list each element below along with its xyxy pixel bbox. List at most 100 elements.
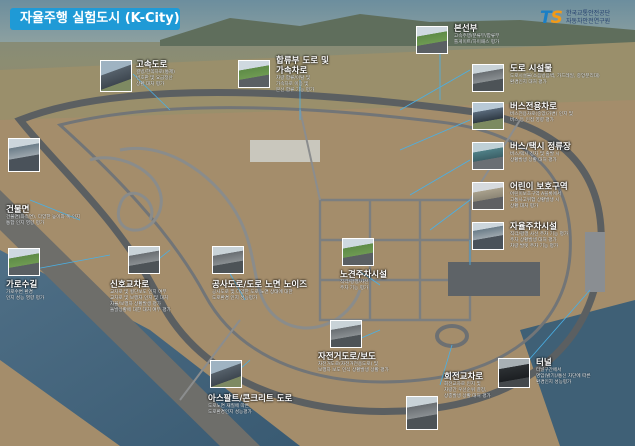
callout-bike-road-title: 자전거도로/보도: [318, 352, 376, 362]
page-title: 자율주행 실험도시 (K-City): [10, 8, 180, 30]
callout-construction-title: 공사도로/도로 노면 노이즈: [212, 280, 308, 290]
callout-street-trees-line-2: 인지 성능 영향 평가: [6, 296, 45, 301]
callout-road-facility: 도로 시설물 도로시설물(소음방음벽, 가드레일, 중앙분리대) 환경인지 대처…: [510, 64, 600, 86]
callout-highway: 고속도로 결빙/한쪽차로(통제) 번호판 및 요금정산 상황 대처 평가: [136, 60, 175, 88]
callout-street-trees-line-1: 가로수변 환경: [6, 290, 33, 295]
callout-tunnel: 터널 터널구간에서 명암(밝기)/통신 차단에 따른 환경인지 성능평가: [536, 358, 591, 386]
callout-toll-line-1: 고속주행/분류부/합류부: [454, 34, 500, 39]
connector-bus-stop: [409, 159, 471, 196]
callout-toll-title: 본선부: [454, 24, 478, 34]
callout-signal-intersection: 신호교차로 교차로 및 횡단보도 인지 여부 교차로 및 보행자 인지 및 대처…: [110, 280, 171, 314]
control-building: [250, 140, 320, 162]
callout-roadside-parking-line-1: 직각/평행/사선: [340, 280, 369, 285]
callout-roundabout-line-1: 회전교차로 인지 및: [444, 382, 481, 387]
tunnel-structure: [585, 232, 605, 292]
callout-construction: 공사도로/도로 노면 노이즈 공사도로 및 다양한 도로 노면 상태에 대한 도…: [212, 280, 307, 302]
callout-roundabout-line-2: 차량간 우선순위 결정,: [444, 388, 487, 393]
org-line-2: 자동차안전연구원: [566, 18, 611, 25]
callout-bus-stop-line-2: 상황발생 상황 대처 평가: [510, 158, 557, 163]
callout-school-zone-line-3: 상황 대처 평가: [510, 204, 539, 209]
connector-bus-lane: [399, 119, 471, 151]
connector-tunnel: [519, 289, 591, 371]
callout-street-trees: 가로수길 가로수변 환경 인지 성능 영향 평가: [6, 280, 44, 302]
callout-tunnel-title: 터널: [536, 358, 552, 368]
callout-asphalt-title: 아스팔트/콘크리트 도로: [208, 394, 293, 404]
ts-org-name: 한국교통안전공단 자동차안전연구원: [566, 10, 610, 26]
callout-roundabout: 회전교차로 회전교차로 인지 및 차량간 우선순위 결정, 상충발생 상황 대처…: [444, 372, 491, 400]
callout-road-facility-title: 도로 시설물: [510, 64, 553, 74]
connector-road-facility: [399, 69, 471, 111]
callout-bus-lane-line-1: 버스전용차로(중앙/가변) 인지 및: [510, 112, 573, 117]
roadside-parking-photo: [342, 238, 374, 266]
callout-school-zone-line-2: 고통사고위험 상황발생 시: [510, 198, 560, 203]
building-photo: [8, 138, 40, 172]
connector-construction: [227, 269, 246, 301]
street-trees-photo: [8, 248, 40, 276]
test-loop-left: [89, 156, 163, 232]
callout-school-zone-line-1: 어린이보호구역 A블록에서: [510, 192, 562, 197]
roundabout-photo: [406, 396, 438, 430]
callout-building-line-1: 건물면(좌측면), 다양한 높이와 폭 인지: [6, 215, 81, 220]
tunnel-photo: [498, 358, 530, 388]
intersection-photo: [128, 246, 160, 274]
callout-highway-line-3: 상황 대처 평가: [136, 82, 165, 87]
road-facility-photo: [472, 64, 504, 92]
connector-highway: [132, 73, 171, 111]
callout-highway-title: 고속도로: [136, 60, 168, 70]
callout-parking-line-1: 직각/평행 사선 주차 기능 평가: [510, 232, 569, 237]
callout-bus-lane: 버스전용차로 버스전용차로(중앙/가변) 인지 및 버스 등 인접 영향 평가: [510, 102, 573, 124]
callout-road-facility-line-2: 환경인지 대처 평가: [510, 80, 547, 85]
runway-strip: [0, 190, 260, 446]
bike-road-photo: [330, 320, 362, 348]
callout-roadside-parking: 노견주차시설 직각/평행/사선 주차 기능 평가: [340, 270, 387, 292]
parking-lot: [448, 262, 540, 296]
callout-merge: 합류부 도로 및 가속차로 차량 합류/이탈 및 가속차로 이용 및 본선 합류…: [276, 56, 329, 94]
callout-asphalt-line-1: 도로노면 재질에 따른: [208, 404, 249, 409]
bus-lane-photo: [472, 102, 504, 130]
callout-school-zone-title: 어린이 보호구역: [510, 182, 568, 192]
callout-construction-line-1: 공사도로 및 다양한 도로 노면 상태에 대한: [212, 290, 293, 295]
construction-photo: [212, 246, 244, 274]
callout-intersection-line-1: 교차로 및 횡단보도 인지 여부: [110, 290, 167, 295]
winding-road: [119, 147, 362, 330]
callout-bus-lane-title: 버스전용차로: [510, 102, 557, 112]
callout-bike-road: 자전거도로/보도 자전거도로(자전거전용도로) 및 보행자 보도 인식 상황발생…: [318, 352, 389, 374]
callout-construction-line-2: 도로환경 인지 성능평가: [212, 296, 258, 301]
asphalt-photo: [210, 360, 242, 388]
callout-parking-title: 자율주차시설: [510, 222, 557, 232]
callout-tunnel-line-2: 명암(밝기)/통신 차단에 따른: [536, 374, 591, 379]
callout-bus-stop-line-1: 버스/택시 정차 및 출발 시: [510, 152, 560, 157]
merge-photo: [238, 60, 270, 88]
callout-merge-line-3: 본선 합류 기능 평가: [276, 88, 315, 93]
callout-intersection-line-2: 교차로 및 보행자 인지 및 대처: [110, 296, 169, 301]
waterway-right: [520, 300, 635, 446]
callout-tunnel-line-1: 터널구간에서: [536, 368, 562, 373]
callout-roundabout-title: 회전교차로: [444, 372, 484, 382]
callout-roadside-parking-title: 노견주차시설: [340, 270, 387, 280]
callout-merge-line-1: 차량 합류/이탈 및: [276, 76, 311, 81]
callout-merge-line-2: 가속차로 이용 및: [276, 82, 309, 87]
callout-building-line-2: 통합 인지 영향 평가: [6, 221, 45, 226]
highway-photo: [100, 60, 132, 92]
callout-intersection-line-3: 자율/보행자 상황발생 평가: [110, 302, 161, 307]
city-grid: [318, 198, 472, 322]
callout-building: 건물면 건물면(좌측면), 다양한 높이와 폭 인지 통합 인지 영향 평가: [6, 205, 80, 227]
callout-bike-road-line-1: 자전거도로(자전거전용도로) 및: [318, 362, 378, 367]
callout-school-zone: 어린이 보호구역 어린이보호구역 A블록에서 고통사고위험 상황발생 시 상황 …: [510, 182, 568, 210]
callout-asphalt: 아스팔트/콘크리트 도로 도로노면 재질에 따른 도로환경인지 성능평가: [208, 394, 292, 416]
callout-intersection-line-4: 돌발상황에 대한 대처 여부 평가: [110, 308, 171, 313]
callout-toll: 본선부 고속주행/분류부/합류부 톨게이트/하이패스 평가: [454, 24, 499, 46]
callout-tunnel-line-3: 환경인지 성능평가: [536, 380, 572, 385]
bus-stop-photo: [472, 142, 504, 170]
callout-merge-title-2: 가속차로: [276, 66, 308, 76]
callout-bus-stop: 버스/택시 정류장 버스/택시 정차 및 출발 시 상황발생 상황 대처 평가: [510, 142, 571, 164]
callout-roundabout-line-3: 상충발생 상황 대처 평가: [444, 394, 491, 399]
connector-street-trees: [29, 254, 111, 271]
callout-highway-line-1: 결빙/한쪽차로(통제): [136, 70, 175, 75]
callout-highway-line-2: 번호판 및 요금정산: [136, 76, 173, 81]
connector-roundabout: [439, 344, 453, 386]
connector-school: [429, 199, 471, 231]
callout-bike-road-line-2: 보행자 보도 인식 상황발생 상황 평가: [318, 368, 389, 373]
callout-bus-lane-line-2: 버스 등 인접 영향 평가: [510, 118, 554, 123]
